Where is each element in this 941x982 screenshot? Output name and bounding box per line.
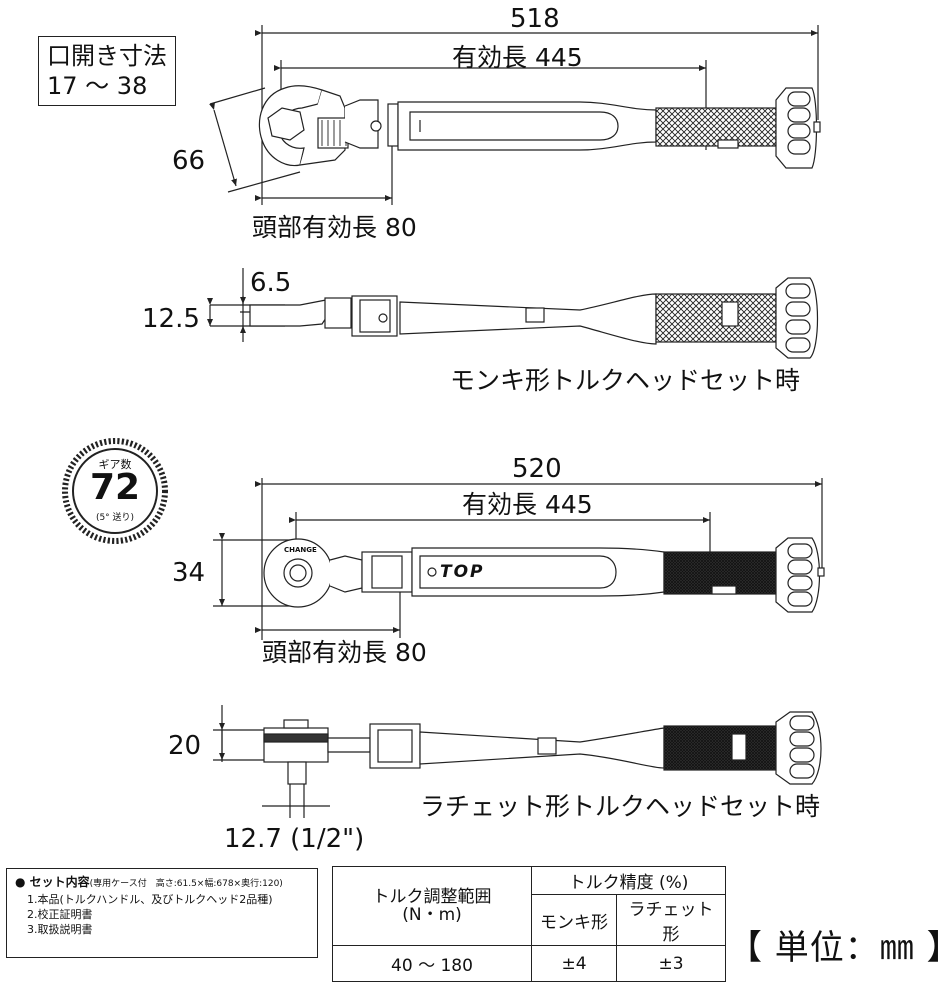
monkey-head-height: 66	[172, 146, 206, 176]
spec-ratchet-header: ラチェット形	[616, 894, 726, 946]
spec-monkey-header: モンキ形	[531, 894, 617, 946]
ratchet-drive-size: 12.7 (1/2")	[224, 824, 365, 854]
spec-monkey-value: ±4	[531, 945, 617, 982]
monkey-caption: モンキ形トルクヘッドセット時	[450, 366, 801, 395]
gear-badge-icon	[62, 438, 168, 544]
monkey-thickness-a: 6.5	[250, 268, 292, 298]
gear-label: ギア数	[98, 458, 132, 471]
monkey-effective-length: 有効長 445	[452, 43, 583, 72]
gear-count: 72	[89, 467, 141, 508]
ratchet-head-height: 34	[172, 558, 206, 588]
spec-range-value: 40 ～ 180	[332, 945, 532, 982]
set-contents-title: ● セット内容	[15, 875, 90, 889]
spec-ratchet-value: ±3	[616, 945, 726, 982]
spec-table: トルク調整範囲 (N・m) トルク精度 (%) モンキ形 ラチェット形 40 ～…	[332, 866, 726, 982]
ratchet-top-view	[213, 478, 825, 640]
set-contents-item: 1.本品(トルクハンドル、及びトルクヘッド2品種)	[27, 893, 273, 906]
monkey-head-effective-length: 頭部有効長 80	[252, 213, 417, 242]
monkey-thickness-b: 12.5	[142, 304, 200, 334]
ratchet-side-height: 20	[168, 731, 202, 761]
monkey-side-view	[207, 268, 819, 359]
spec-accuracy-header: トルク精度 (%)	[531, 866, 726, 895]
set-contents-case-note: (専用ケース付 高さ:61.5×幅:678×奥行:120)	[89, 879, 283, 889]
gear-step: (5° 送り)	[95, 513, 135, 523]
opening-size-range: 17 ～ 38	[47, 72, 148, 100]
set-contents-item: 3.取扱説明書	[27, 923, 93, 936]
ratchet-effective-length: 有効長 445	[462, 490, 593, 519]
ratchet-change-marking: CHANGE	[284, 546, 317, 554]
monkey-overall-length: 518	[510, 4, 560, 34]
set-contents-header: ● セット内容(専用ケース付 高さ:61.5×幅:678×奥行:120)	[15, 875, 309, 892]
spec-range-unit: (N・m)	[402, 905, 462, 925]
opening-size-label: 口開き寸法	[47, 42, 167, 70]
ratchet-head-effective-length: 頭部有効長 80	[262, 638, 427, 667]
wrench-drawings	[62, 25, 825, 818]
ratchet-caption: ラチェット形トルクヘッドセット時	[420, 792, 821, 821]
monkey-top-view	[209, 25, 821, 205]
ratchet-side-view	[213, 705, 822, 818]
spec-range-header: トルク調整範囲	[372, 887, 492, 907]
opening-size-box: 口開き寸法 17 ～ 38	[38, 36, 176, 106]
set-contents-item: 2.校正証明書	[27, 908, 93, 921]
ratchet-overall-length: 520	[512, 454, 562, 484]
set-contents-box: ● セット内容(専用ケース付 高さ:61.5×幅:678×奥行:120) 1.本…	[6, 868, 318, 958]
unit-label: 【 単位：㎜ 】	[728, 928, 941, 968]
spec-range-header-cell: トルク調整範囲 (N・m)	[332, 866, 532, 946]
brand-logo: TOP	[440, 562, 485, 582]
